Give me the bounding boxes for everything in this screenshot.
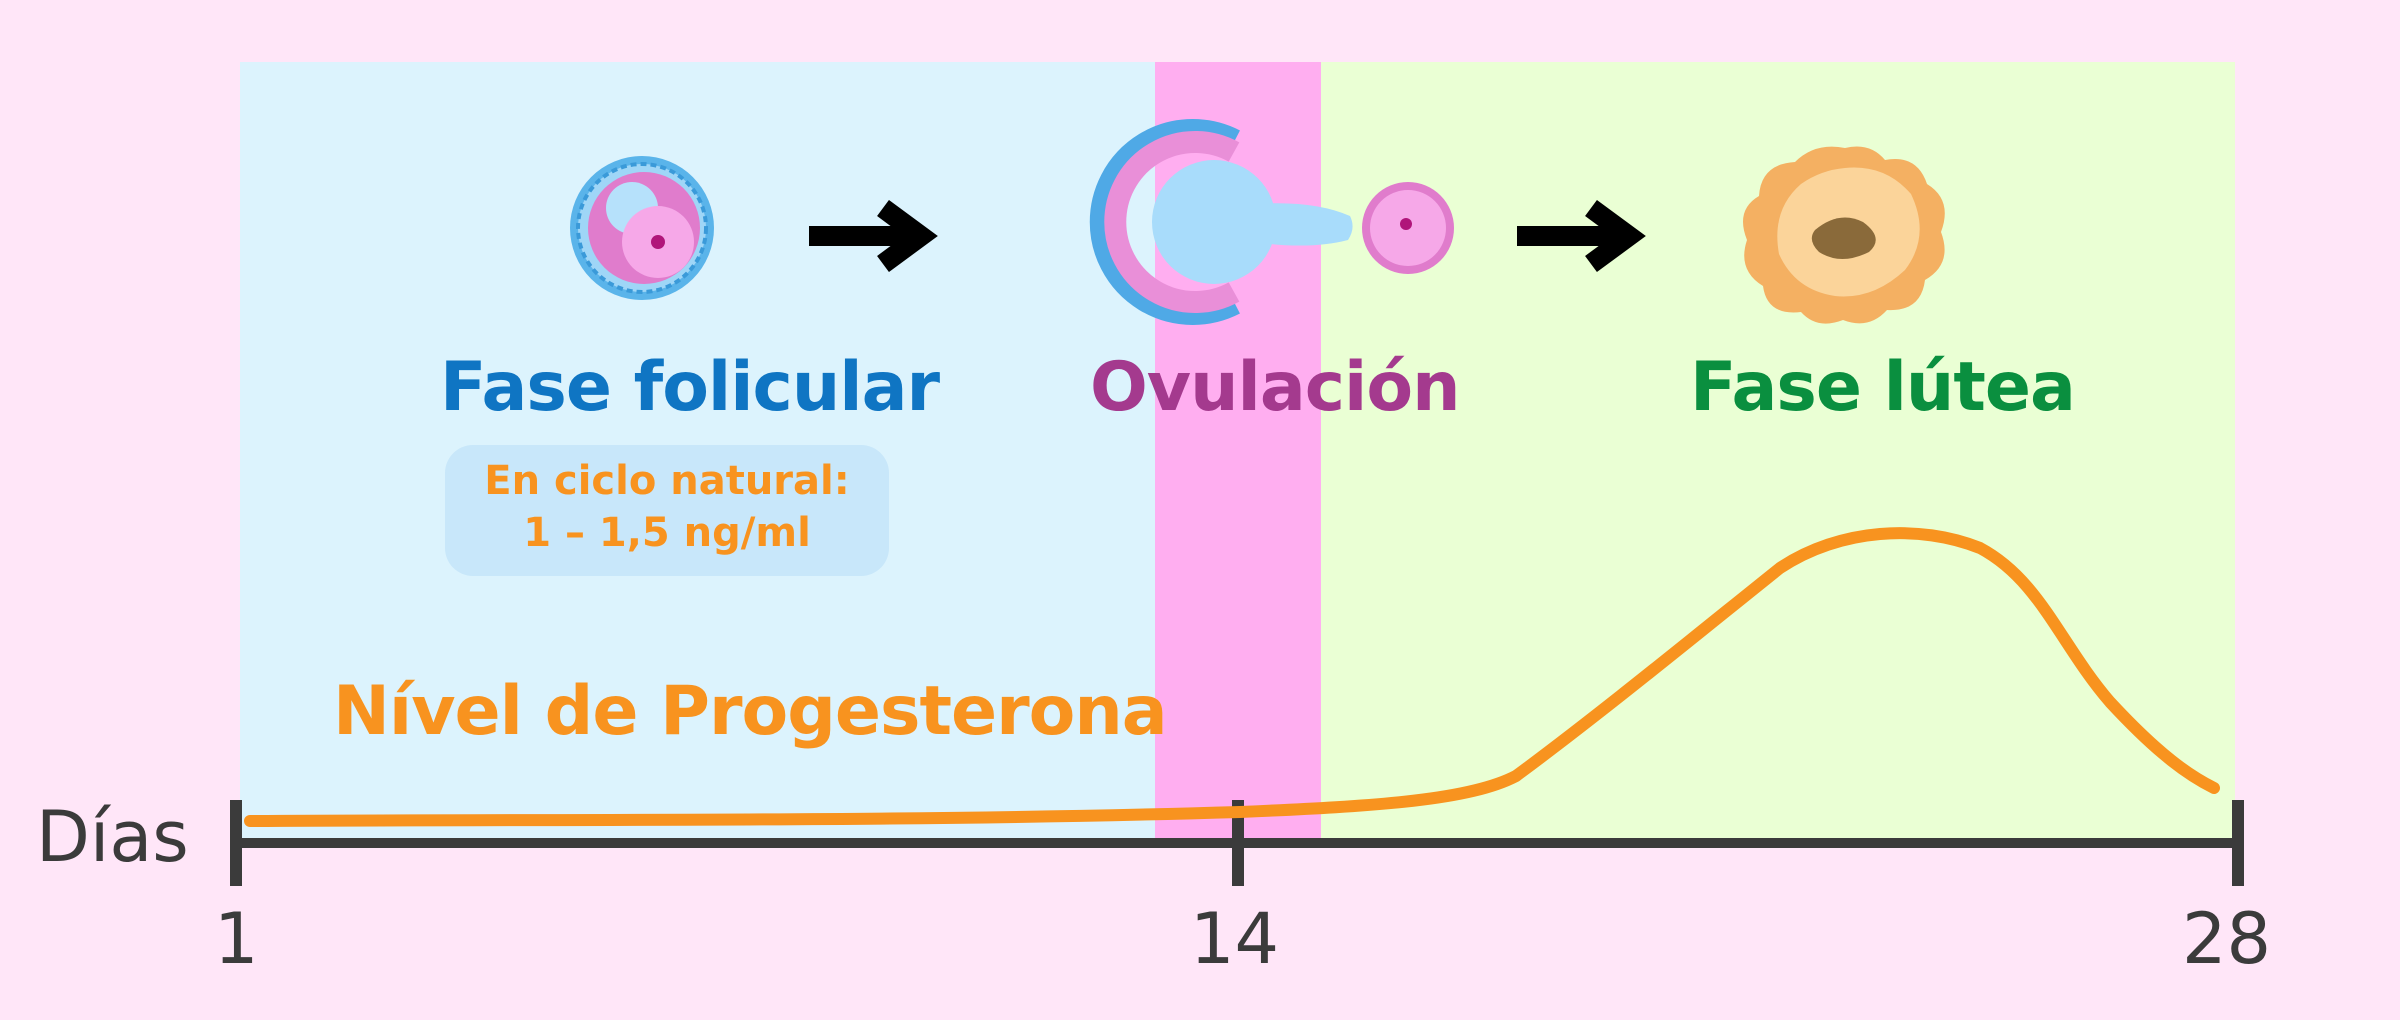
axis-tick-label-start: 1: [214, 898, 259, 980]
oocyte-icon: [1362, 182, 1454, 274]
ovulation-title: Ovulación: [1090, 348, 1460, 427]
corpus-luteum-icon: [1743, 146, 1945, 324]
ovulating-follicle-icon: [1089, 119, 1353, 325]
progesterone-level-label: Nível de Progesterona: [333, 672, 1168, 751]
luteal-phase-title: Fase lútea: [1690, 348, 2076, 427]
follicular-phase-title: Fase folicular: [440, 348, 940, 427]
axis-tick-label-mid: 14: [1190, 898, 1280, 980]
axis-title: Días: [36, 796, 189, 878]
follicle-icon: [570, 156, 714, 300]
natural-cycle-info-box: En ciclo natural: 1 – 1,5 ng/ml: [445, 445, 889, 576]
arrow-right-icon: [809, 199, 938, 273]
info-box-line1: En ciclo natural:: [484, 458, 850, 504]
progesterone-curve: [244, 527, 2220, 827]
arrow-right-icon: [1517, 199, 1646, 273]
axis-tick-label-end: 28: [2182, 898, 2272, 980]
info-box-line2: 1 – 1,5 ng/ml: [523, 510, 811, 556]
